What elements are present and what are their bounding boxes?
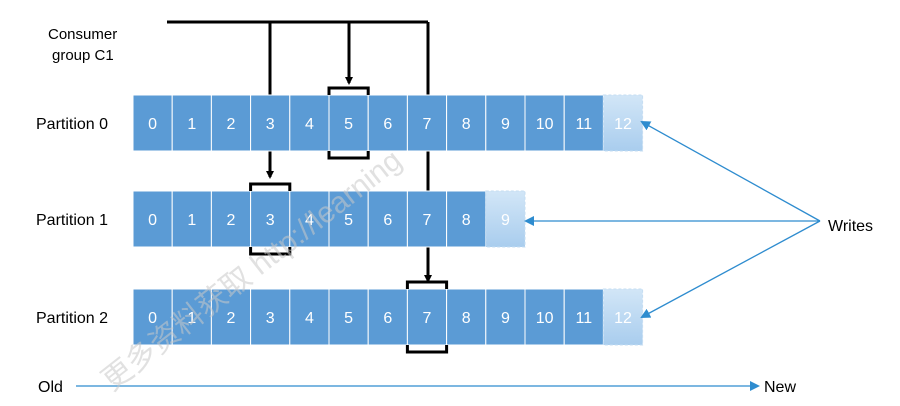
message-cell: [210, 190, 252, 248]
message-cell: [446, 94, 487, 152]
message-offset-label: 11: [575, 116, 592, 133]
message-cell: [289, 94, 330, 152]
pending-write-cell: [485, 190, 526, 248]
message-offset-label: 4: [305, 310, 314, 327]
message-offset-label: 6: [383, 212, 392, 229]
pending-write-offset-label: 12: [614, 116, 632, 133]
message-offset-label: 5: [344, 212, 353, 229]
partition-label: Partition 2: [36, 310, 108, 327]
message-cell: [485, 288, 526, 346]
message-offset-label: 0: [148, 116, 157, 133]
partition-label: Partition 1: [36, 212, 108, 229]
message-cell: [563, 94, 604, 152]
message-offset-label: 5: [344, 310, 353, 327]
message-cell: [289, 288, 330, 346]
message-offset-label: 1: [187, 310, 196, 327]
pending-write-offset-label: 9: [501, 212, 510, 229]
message-cell: [485, 94, 526, 152]
message-cell: [132, 288, 173, 346]
message-offset-label: 1: [187, 116, 196, 133]
message-offset-label: 8: [462, 310, 471, 327]
consumer-group-label-line1: Consumer: [48, 26, 117, 43]
message-cell: [328, 190, 369, 248]
axis-new-label: New: [764, 379, 796, 396]
message-offset-label: 0: [148, 310, 157, 327]
message-cell: [524, 94, 565, 152]
watermark-text: 更多资料获取 http://learning: [96, 144, 408, 398]
message-cell: [210, 94, 252, 152]
message-offset-label: 8: [462, 212, 471, 229]
message-cell: [563, 288, 604, 346]
message-offset-label: 3: [266, 310, 275, 327]
message-offset-label: 10: [536, 116, 554, 133]
message-offset-label: 4: [305, 116, 314, 133]
message-cell: [367, 94, 408, 152]
message-offset-label: 8: [462, 116, 471, 133]
consumer-position-bracket: [327, 86, 370, 160]
consumer-group-label-line2: group C1: [52, 47, 114, 64]
message-cell: [171, 190, 212, 248]
message-offset-label: 3: [266, 212, 275, 229]
pending-write-offset-label: 12: [614, 310, 632, 327]
write-arrow-partition-2: [640, 220, 821, 318]
writes-arrows: [524, 121, 821, 318]
message-cell: [367, 190, 408, 248]
message-offset-label: 5: [344, 116, 353, 133]
message-cell: [446, 190, 487, 248]
message-cell: [250, 190, 291, 248]
message-offset-label: 3: [266, 116, 275, 133]
message-offset-label: 6: [383, 310, 392, 327]
message-cell: [406, 94, 448, 152]
message-cell: [210, 288, 252, 346]
message-cell: [406, 288, 448, 346]
write-arrow-partition-0: [640, 121, 821, 222]
message-cell: [328, 288, 369, 346]
message-offset-label: 7: [423, 116, 432, 133]
message-offset-label: 2: [227, 116, 236, 133]
message-offset-label: 9: [501, 116, 510, 133]
consumer-position-bracket: [249, 182, 292, 256]
message-offset-label: 7: [423, 310, 432, 327]
message-offset-label: 2: [227, 310, 236, 327]
message-offset-label: 1: [187, 212, 196, 229]
consumer-position-bracket: [405, 280, 449, 354]
message-offset-label: 2: [227, 212, 236, 229]
message-offset-label: 4: [305, 212, 314, 229]
partition-row-1: Partition 1 0 1 2 3 4 5 6 7 8 9: [36, 182, 526, 256]
message-offset-label: 6: [383, 116, 392, 133]
message-offset-label: 7: [423, 212, 432, 229]
message-cell: [171, 288, 212, 346]
axis-old-label: Old: [38, 379, 63, 396]
message-cell: [524, 288, 565, 346]
message-offset-label: 10: [536, 310, 554, 327]
partition-label: Partition 0: [36, 116, 108, 133]
message-offset-label: 9: [501, 310, 510, 327]
message-offset-label: 11: [575, 310, 592, 327]
pending-write-cell: [602, 94, 644, 152]
message-cell: [132, 94, 173, 152]
message-cell: [446, 288, 487, 346]
writes-label: Writes: [828, 218, 873, 235]
message-offset-label: 0: [148, 212, 157, 229]
pending-write-cell: [602, 288, 644, 346]
